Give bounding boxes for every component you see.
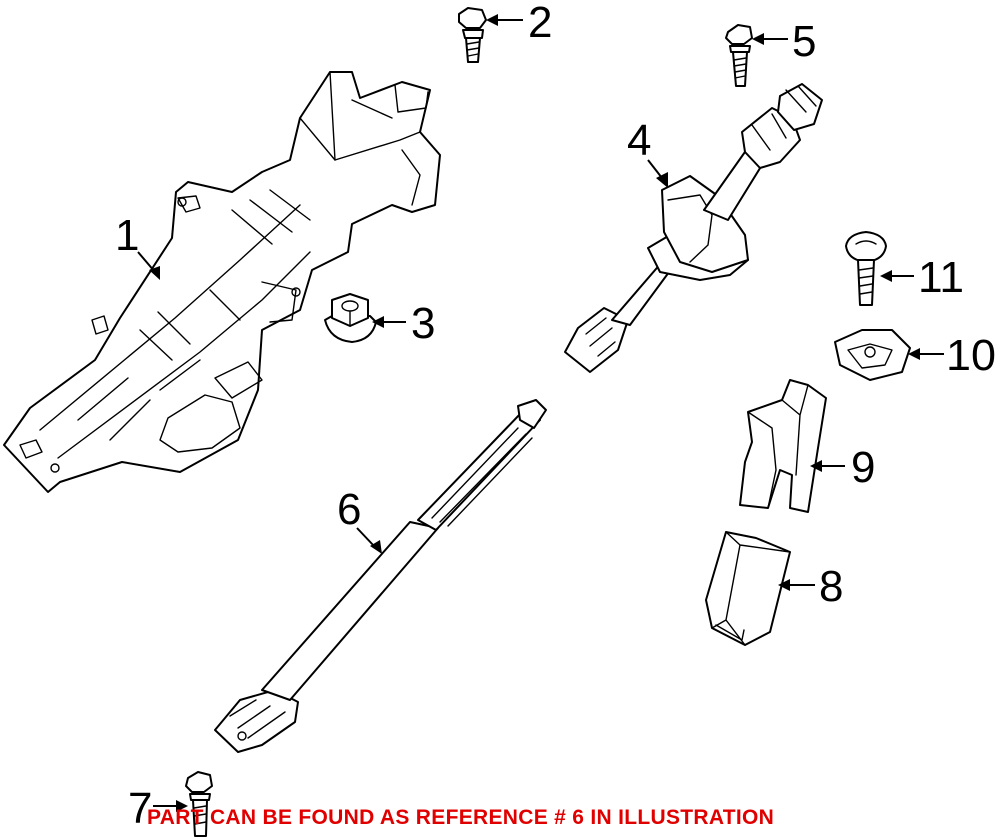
callout-4: 4	[627, 116, 651, 165]
reference-notice: PART CAN BE FOUND AS REFERENCE # 6 IN IL…	[147, 806, 775, 829]
part-6-lower-shaft	[214, 399, 547, 753]
leader-lines	[137, 14, 944, 812]
callout-10: 10	[946, 331, 996, 380]
callout-11: 11	[918, 253, 964, 302]
part-9-cover	[739, 379, 827, 513]
callout-2: 2	[528, 0, 552, 47]
callout-9: 9	[851, 443, 875, 492]
leader-6	[356, 527, 375, 547]
part-10-clip-nut	[834, 329, 911, 381]
leader-1	[137, 251, 156, 273]
callout-3: 3	[411, 299, 435, 348]
callout-5: 5	[792, 17, 816, 66]
part-4-intermediate-shaft	[564, 83, 823, 373]
part-7-bolt	[185, 771, 213, 837]
leader-4	[647, 159, 663, 179]
callout-1: 1	[115, 211, 139, 260]
part-3-nut	[324, 293, 377, 343]
part-2-bolt	[458, 7, 487, 63]
part-11-bolt	[845, 231, 887, 306]
part-8-module	[705, 531, 791, 646]
callout-8: 8	[819, 562, 843, 611]
callout-6: 6	[337, 485, 361, 534]
part-5-bolt	[725, 24, 753, 87]
part-1-steering-column	[3, 71, 441, 493]
callout-7: 7	[128, 784, 152, 833]
callout-labels: 1 2 3 4 5 6 7 8 9 10 11	[115, 0, 996, 833]
